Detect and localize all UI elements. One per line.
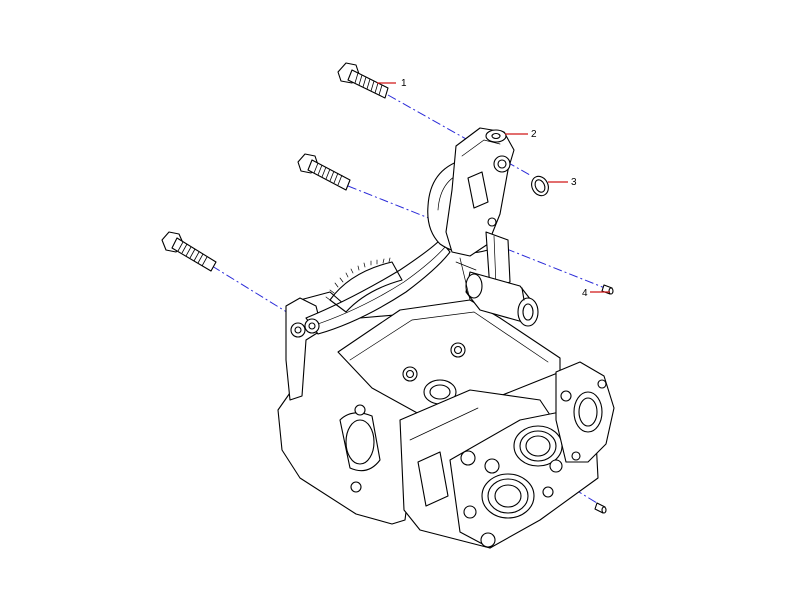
bracket-top-boss-hole	[491, 132, 501, 140]
bolt-lower-threads	[177, 241, 208, 267]
bolt-middle	[297, 153, 351, 191]
callout-2: 2	[531, 129, 537, 140]
bracket-side-bore-inner	[497, 159, 507, 169]
pump-bracket	[427, 127, 515, 291]
bracket-shaft-tube-line	[493, 235, 497, 287]
dowel-pin-lower-end	[601, 506, 607, 514]
cover-nut-a	[460, 450, 476, 466]
callout-labels: 1 2 3 4	[401, 78, 588, 299]
outlet-stub	[455, 257, 539, 327]
callout-3: 3	[571, 177, 577, 188]
bracket-plate-window	[467, 171, 489, 209]
right-flange-bolt-b	[560, 390, 572, 402]
deck-bolt-a-inner	[405, 369, 415, 379]
pump-housing	[277, 291, 615, 549]
axis-bolt-3	[211, 265, 606, 509]
bracket-lower-boss	[487, 217, 497, 227]
bolt-lower	[161, 231, 217, 272]
cover-nut-e	[549, 459, 563, 473]
callout-1: 1	[401, 78, 407, 89]
bolt-upper	[337, 62, 389, 99]
bracket-shaft-tube	[485, 231, 511, 291]
deck-port-inner	[429, 384, 451, 400]
left-side-port-bore	[345, 419, 375, 465]
cover-nut-d	[480, 532, 496, 548]
callout-4: 4	[582, 288, 588, 299]
washer	[531, 175, 549, 197]
cover-lower-port-bore	[494, 484, 522, 508]
callout-leaders	[377, 82, 610, 293]
cover-nut-c	[463, 505, 477, 519]
cover-nut-b	[484, 458, 500, 474]
left-boss-b	[350, 481, 362, 493]
cover-upper-port-bore	[525, 435, 551, 457]
right-flange-bolt-c	[571, 451, 581, 461]
dowel-pin-upper	[601, 284, 614, 295]
suction-arm	[304, 239, 451, 335]
housing-upper-deck	[337, 299, 561, 421]
gear-teeth	[325, 257, 391, 301]
outlet-stub-face-inner	[522, 303, 534, 321]
bolt-upper-shank	[347, 69, 389, 99]
outlet-stub-rear	[465, 273, 483, 299]
washer-inner	[534, 179, 546, 193]
bracket-plate-rib	[461, 139, 501, 157]
left-boss-a	[354, 404, 366, 416]
bolt-middle-shank	[307, 159, 351, 191]
center-block-window	[417, 451, 449, 507]
outlet-stub-pin	[521, 287, 525, 301]
axis-bolt-1	[387, 94, 531, 176]
cover-nut-f	[542, 486, 554, 498]
drive-gear	[325, 257, 403, 313]
gear-rim	[329, 261, 403, 313]
suction-arm-eye-inner	[308, 322, 316, 330]
deck-bolt-b-inner	[453, 345, 463, 355]
deck-edge-line	[349, 311, 549, 363]
right-flange-bolt-a	[597, 379, 607, 389]
outlet-stub-collar	[455, 257, 477, 301]
right-flange-bore-inner	[578, 397, 598, 427]
bolt-upper-threads	[354, 72, 383, 96]
left-arm-eye-inner	[294, 326, 302, 334]
dowel-pin-upper-end	[608, 287, 614, 295]
dowel-pin-lower	[594, 502, 607, 514]
suction-arm-edge	[311, 245, 447, 327]
bolt-middle-threads	[313, 162, 343, 186]
bolt-lower-shank	[171, 237, 217, 272]
